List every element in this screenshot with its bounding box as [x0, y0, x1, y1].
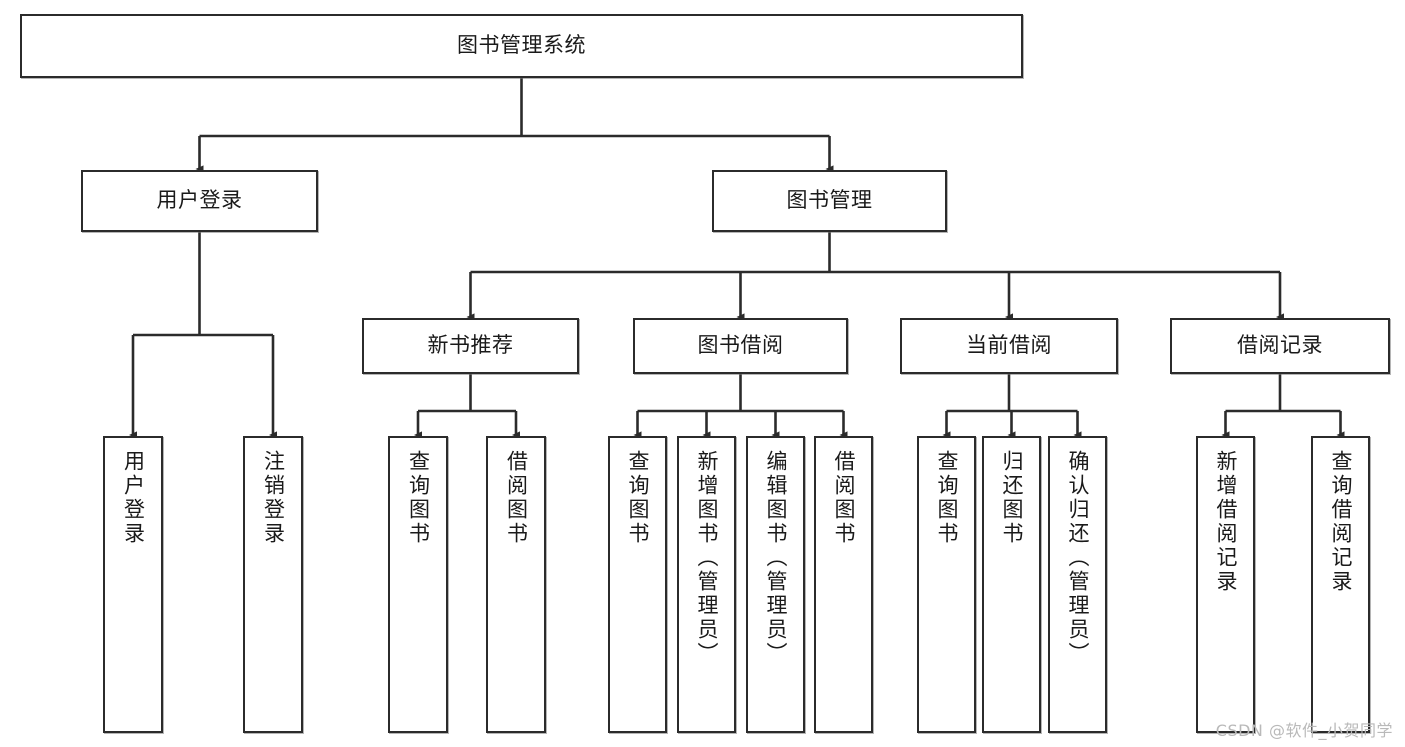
node-level3-borrow-record[interactable]: 借阅记录 [1170, 318, 1390, 374]
node-level3-new-book-recommend[interactable]: 新书推荐 [362, 318, 579, 374]
node-label: 图书管理 [786, 188, 873, 213]
node-label: 图书借阅 [697, 333, 784, 358]
node-label: 确认归还（管理员） [1066, 450, 1090, 666]
node-label: 查询借阅记录 [1329, 450, 1353, 594]
node-leaf-leaf-user-logout[interactable]: 注销登录 [243, 436, 303, 733]
node-label: 查询图书 [935, 450, 959, 546]
node-label: 新书推荐 [427, 333, 514, 358]
node-leaf-leaf-add-borrow-record[interactable]: 新增借阅记录 [1196, 436, 1255, 733]
node-leaf-leaf-edit-book-admin[interactable]: 编辑图书（管理员） [746, 436, 805, 733]
node-leaf-leaf-borrow-book[interactable]: 借阅图书 [814, 436, 873, 733]
node-leaf-leaf-query-borrow-record[interactable]: 查询借阅记录 [1311, 436, 1370, 733]
node-leaf-leaf-query-book-borrow[interactable]: 查询图书 [608, 436, 667, 733]
node-leaf-leaf-confirm-return-admin[interactable]: 确认归还（管理员） [1048, 436, 1107, 733]
node-leaf-leaf-query-book-current[interactable]: 查询图书 [917, 436, 976, 733]
node-label: 借阅图书 [504, 450, 529, 546]
node-label: 当前借阅 [966, 333, 1052, 358]
node-root-root[interactable]: 图书管理系统 [20, 14, 1023, 78]
node-label: 新增图书（管理员） [695, 450, 719, 666]
node-label: 图书管理系统 [457, 33, 586, 58]
node-label: 借阅图书 [832, 450, 856, 546]
node-leaf-leaf-return-book[interactable]: 归还图书 [982, 436, 1041, 733]
node-level2-user-login[interactable]: 用户登录 [81, 170, 318, 232]
node-leaf-leaf-borrow-book-rec[interactable]: 借阅图书 [486, 436, 546, 733]
node-level3-book-borrow[interactable]: 图书借阅 [633, 318, 848, 374]
node-leaf-leaf-query-book-rec[interactable]: 查询图书 [388, 436, 448, 733]
node-label: 借阅记录 [1237, 333, 1323, 358]
node-leaf-leaf-user-login[interactable]: 用户登录 [103, 436, 163, 733]
node-level3-current-borrow[interactable]: 当前借阅 [900, 318, 1118, 374]
node-label: 注销登录 [261, 450, 286, 546]
node-label: 新增借阅记录 [1214, 450, 1238, 594]
node-label: 归还图书 [1000, 450, 1024, 546]
node-label: 查询图书 [406, 450, 431, 546]
node-label: 查询图书 [626, 450, 650, 546]
node-label: 用户登录 [121, 450, 146, 546]
node-leaf-leaf-add-book-admin[interactable]: 新增图书（管理员） [677, 436, 736, 733]
node-label: 用户登录 [156, 188, 243, 213]
node-label: 编辑图书（管理员） [764, 450, 788, 666]
node-level2-book-manage[interactable]: 图书管理 [712, 170, 947, 232]
